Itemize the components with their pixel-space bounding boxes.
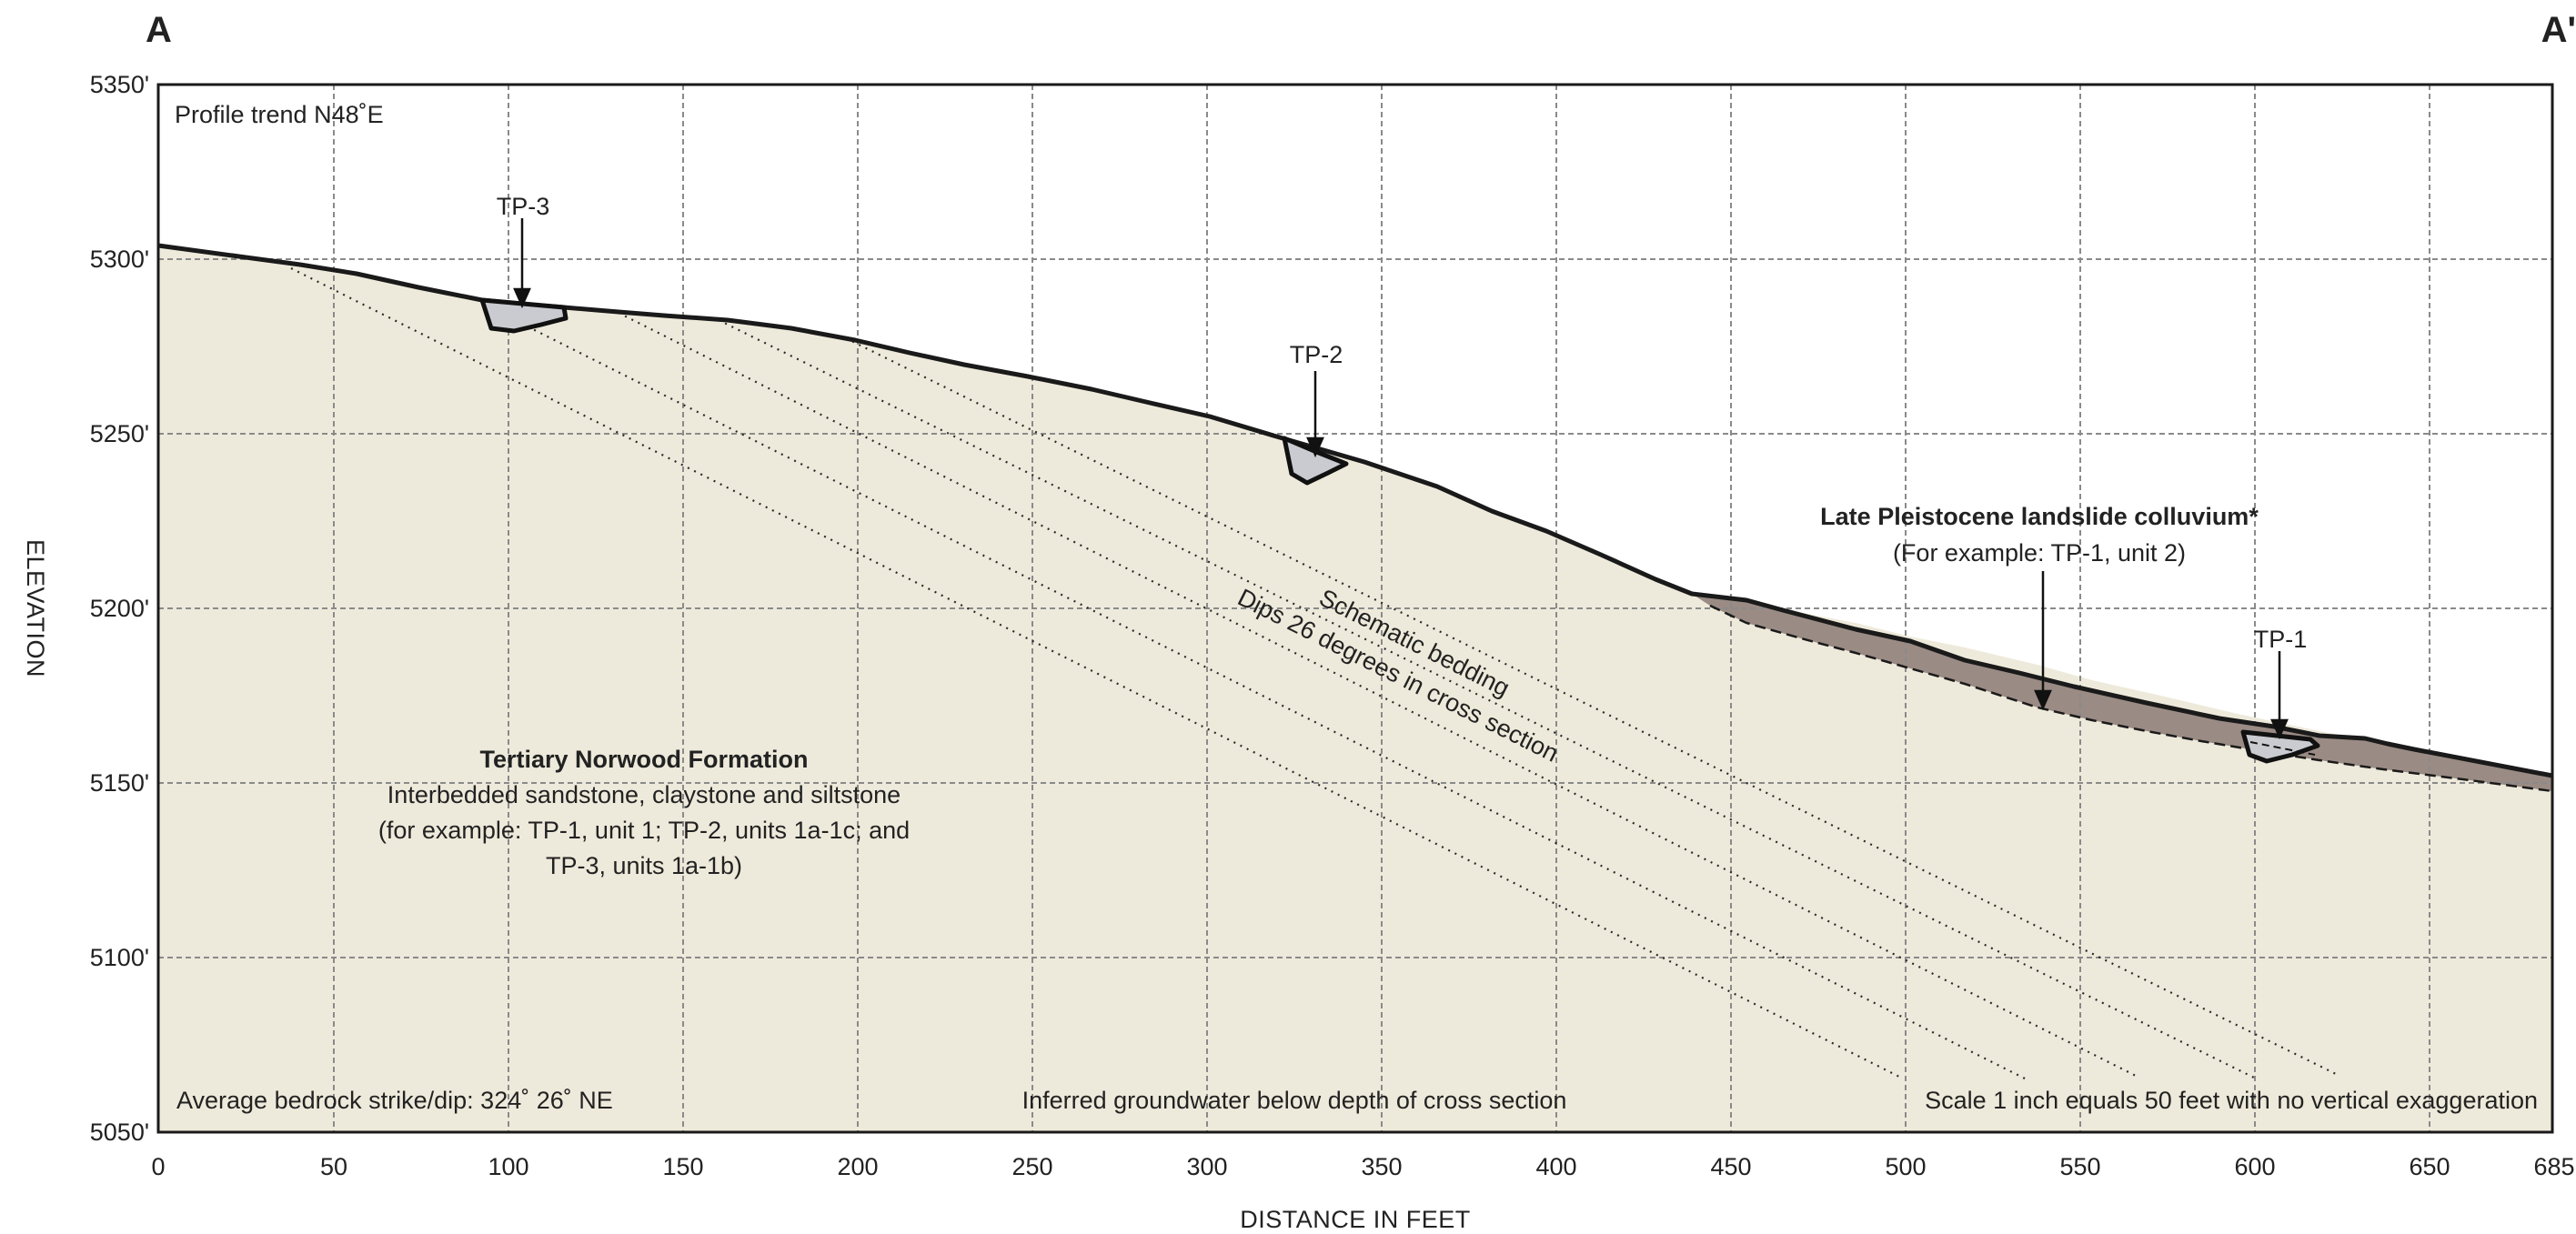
y-tick-label: 5200' [90,595,149,622]
section-end-a-prime: A' [2541,10,2576,50]
tp3-label: TP-3 [497,193,550,220]
norwood-desc-line2: (for example: TP-1, unit 1; TP-2, units … [378,817,910,844]
y-tick-label: 5250' [90,420,149,447]
x-tick-label: 500 [1885,1153,1926,1180]
y-axis: 5050' 5100' 5150' 5200' 5250' 5300' 5350… [90,71,149,1146]
bedding-lines [290,267,2339,1081]
y-tick-label: 5050' [90,1119,149,1146]
test-pit-tp3 [479,297,569,334]
x-tick-label: 50 [320,1153,347,1180]
tp1-label: TP-1 [2254,626,2308,653]
x-tick-label: 150 [662,1153,703,1180]
x-tick-label: 400 [1535,1153,1576,1180]
norwood-title: Tertiary Norwood Formation [479,746,808,773]
test-pit-tp1 [2240,729,2320,764]
bedrock-strike-note: Average bedrock strike/dip: 324˚ 26˚ NE [176,1087,613,1114]
y-tick-label: 5150' [90,769,149,797]
x-tick-label: 250 [1011,1153,1052,1180]
x-tick-label: 600 [2234,1153,2275,1180]
x-tick-label: 350 [1361,1153,1402,1180]
x-tick-label: 300 [1186,1153,1227,1180]
x-tick-label: 550 [2059,1153,2100,1180]
y-axis-title: ELEVATION [22,539,49,677]
groundwater-note: Inferred groundwater below depth of cros… [1022,1087,1567,1114]
x-tick-label: 650 [2409,1153,2450,1180]
x-tick-label: 450 [1710,1153,1751,1180]
x-axis: 0 50 100 150 200 250 300 350 400 450 500… [151,1153,2574,1180]
colluvium-desc: (For example: TP-1, unit 2) [1893,539,2186,567]
norwood-desc-line3: TP-3, units 1a-1b) [546,852,742,879]
tp2-label: TP-2 [1290,341,1343,368]
bedrock-fill [158,246,2552,1132]
x-tick-label: 685 [2533,1153,2574,1180]
y-tick-label: 5300' [90,246,149,273]
leader-arrows [513,218,2289,740]
x-axis-title: DISTANCE IN FEET [1240,1206,1471,1233]
y-tick-label: 5100' [90,944,149,971]
y-tick-label: 5350' [90,71,149,98]
x-tick-label: 0 [151,1153,165,1180]
plot-frame [156,83,2554,1134]
profile-trend-label: Profile trend N48˚E [175,101,384,128]
colluvium-title: Late Pleistocene landslide colluvium* [1820,503,2259,530]
colluvium-base-line [1709,604,2553,793]
section-end-a: A [146,10,172,50]
x-tick-label: 200 [837,1153,878,1180]
norwood-desc-line1: Interbedded sandstone, claystone and sil… [387,781,901,808]
x-tick-label: 100 [488,1153,528,1180]
grid [158,85,2552,1132]
colluvium-fill [1692,594,2552,791]
scale-note: Scale 1 inch equals 50 feet with no vert… [1925,1087,2538,1114]
